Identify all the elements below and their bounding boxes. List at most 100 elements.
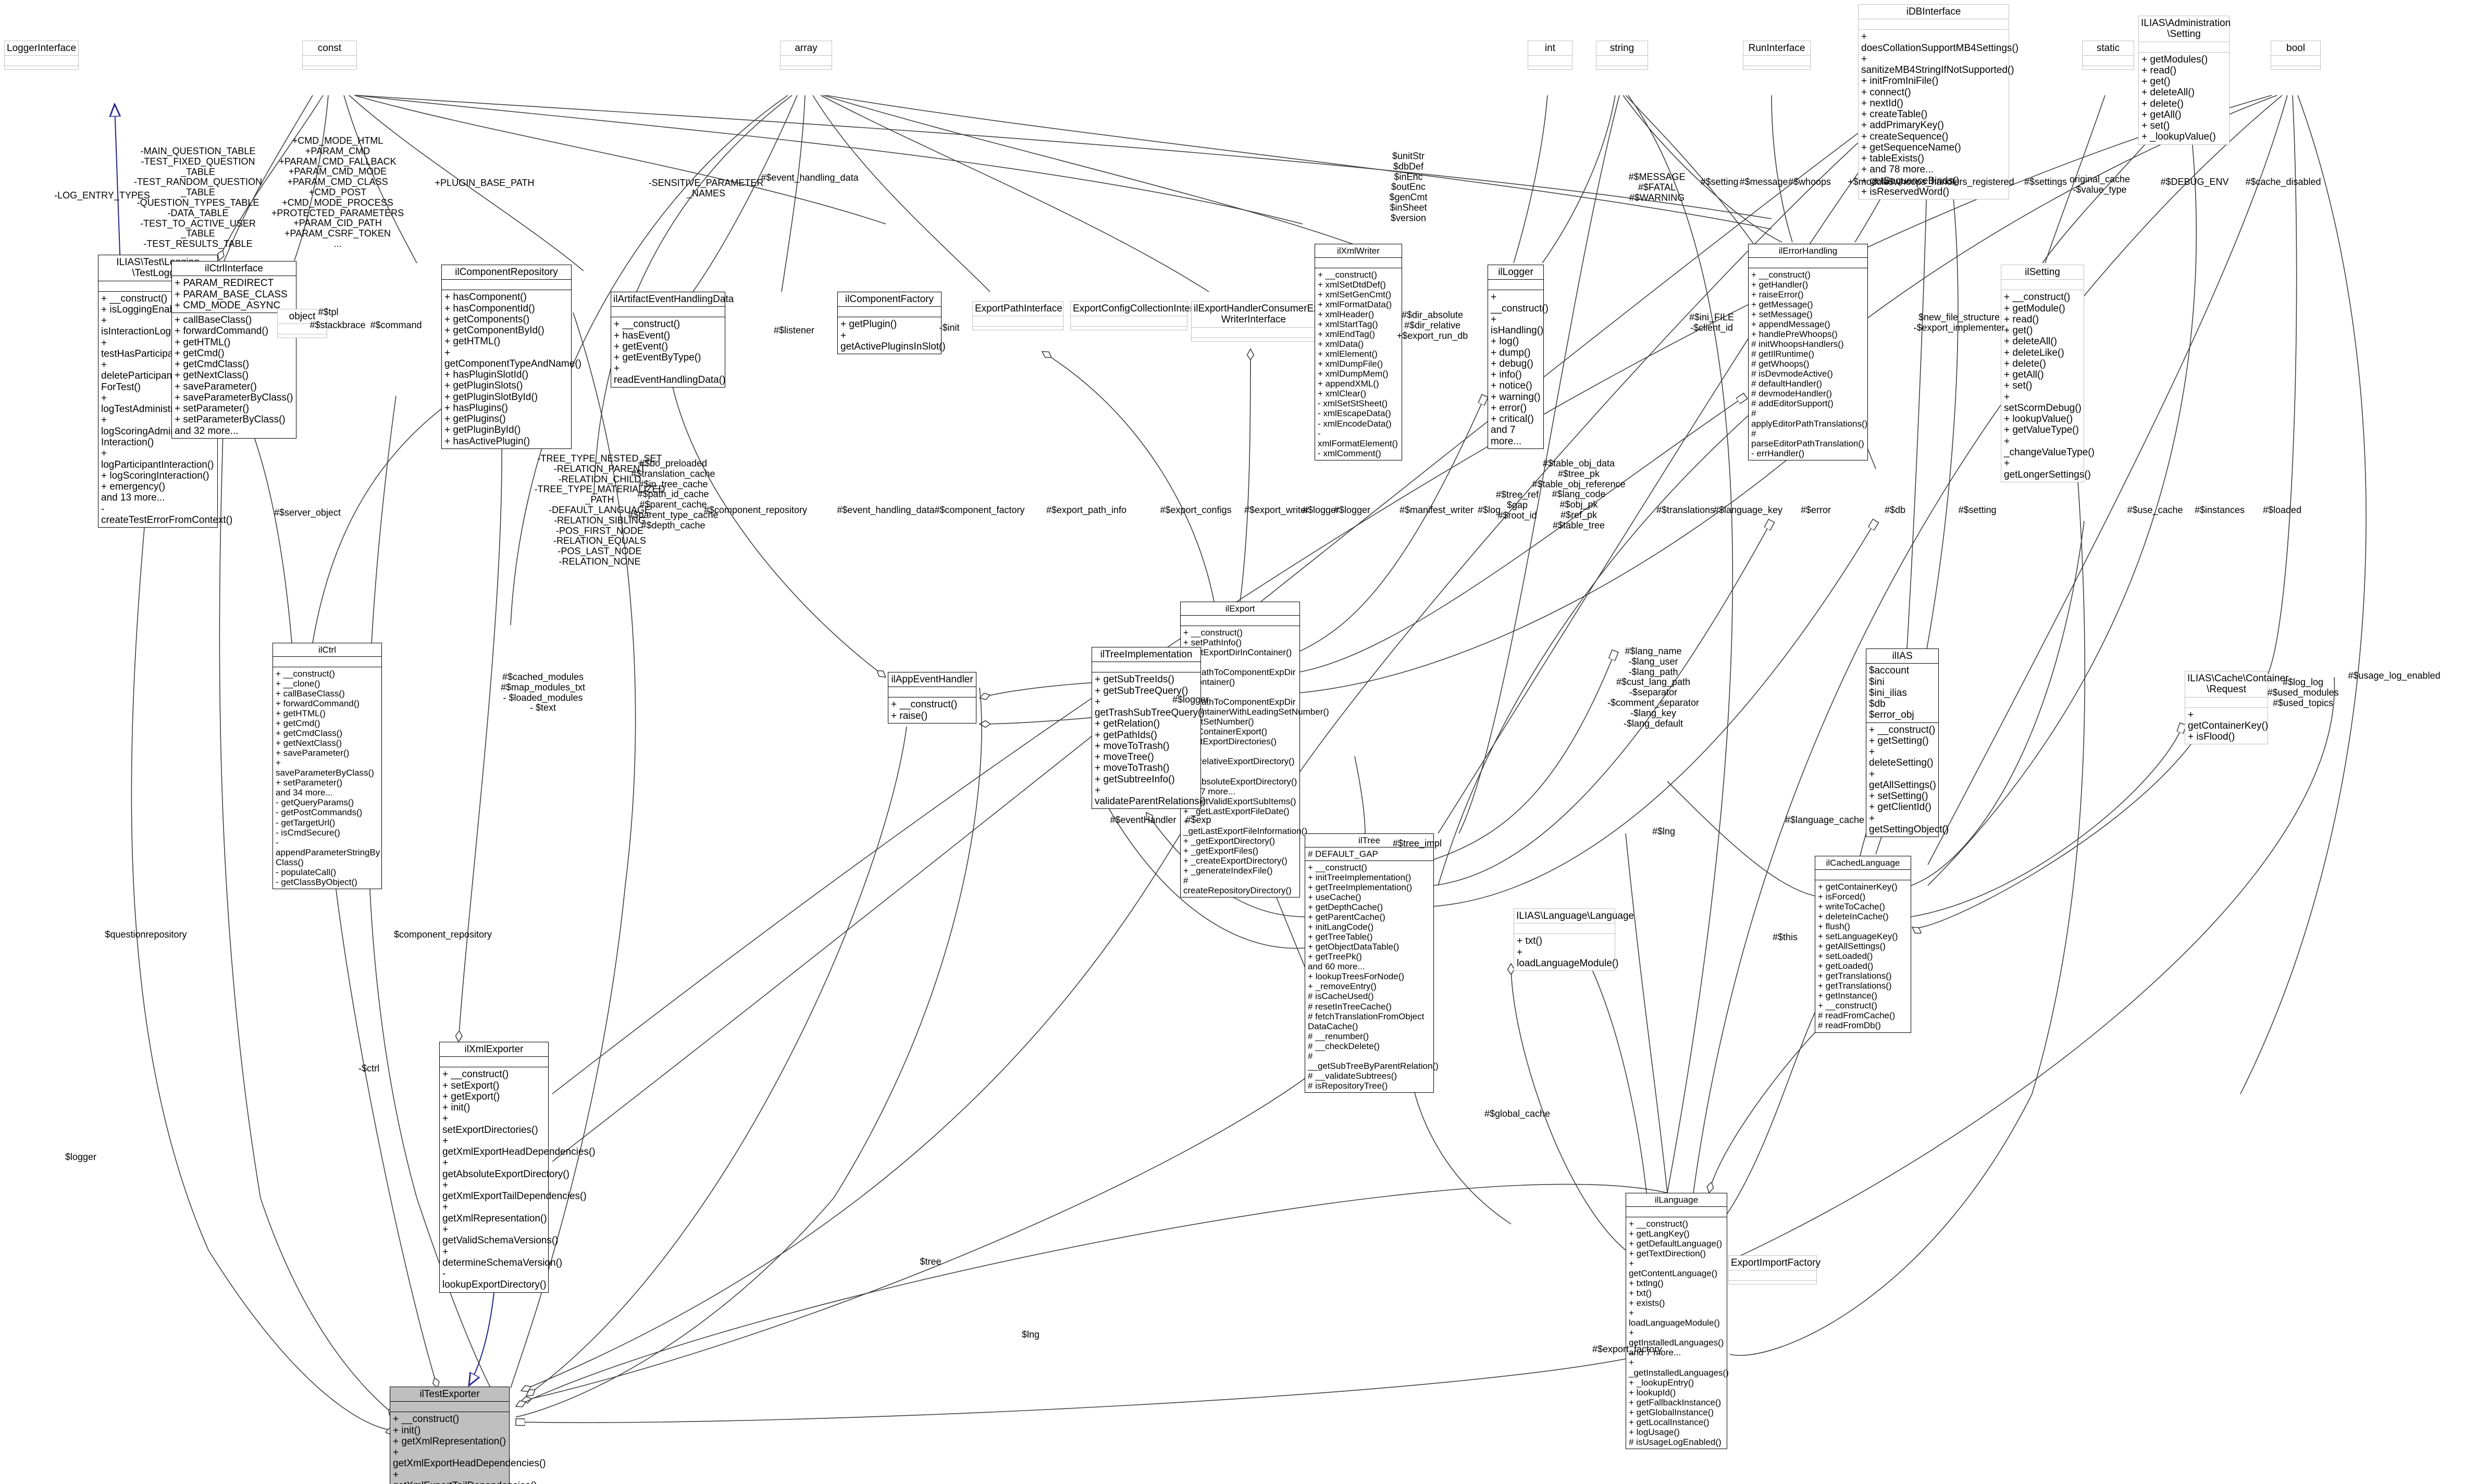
class-node-ilcomponentfactory[interactable]: ilComponentFactory+ getPlugin() + getAct… bbox=[837, 292, 946, 355]
class-node-attributes bbox=[2185, 697, 2268, 708]
class-node-loggerinterface[interactable]: LoggerInterface bbox=[4, 41, 79, 70]
class-node-title: ExportPathInterface bbox=[973, 302, 1063, 317]
class-node-array_top[interactable]: array bbox=[780, 41, 832, 70]
class-node-illanguage[interactable]: ilLanguage+ __construct() + getLangKey()… bbox=[1626, 1193, 1729, 1449]
edge-label: $tree bbox=[920, 1256, 942, 1267]
edge-label: #$whoops bbox=[1788, 177, 1831, 188]
class-node-const_top[interactable]: const bbox=[302, 41, 357, 70]
class-node-ilias_admin_setting[interactable]: ILIAS\Administration \Setting+ getModule… bbox=[2138, 16, 2231, 145]
edge-label: +$module bbox=[1848, 177, 1889, 188]
class-node-title: ILIAS\Administration \Setting bbox=[2139, 16, 2231, 42]
class-node-operations bbox=[278, 334, 327, 338]
class-node-operations bbox=[1743, 66, 1810, 69]
class-node-title: ExportConfigCollectionInterface bbox=[1071, 302, 1212, 317]
edge-label: -LOG_ENTRY_TYPES bbox=[54, 190, 150, 201]
edge-label: #$DEBUG_ENV bbox=[2160, 177, 2229, 188]
class-node-exportimportfactory[interactable]: ExportImportFactory bbox=[1728, 1255, 1821, 1285]
class-node-ilctrl_ich[interactable]: ilCtrl + __construct() + __clone() + call… bbox=[273, 643, 382, 889]
edge-label: #$log_log #$used_modules #$used_topics bbox=[2267, 677, 2339, 708]
class-node-title: ilCtrl bbox=[273, 643, 381, 657]
class-node-static_top[interactable]: static bbox=[2082, 41, 2134, 70]
class-node-operations: + __construct() + getSetting() + deleteS… bbox=[1869, 724, 1949, 835]
class-node-ilias_cache_container[interactable]: ILIAS\Cache\Container \Request+ getConta… bbox=[2185, 671, 2288, 745]
class-node-operations bbox=[1729, 1281, 1816, 1284]
class-node-operations bbox=[2271, 66, 2320, 69]
class-node-string_top[interactable]: string bbox=[1596, 41, 1648, 70]
class-node-title: bool bbox=[2271, 41, 2320, 56]
edge-label: $questionrepository bbox=[105, 929, 187, 940]
class-node-int_top[interactable]: int bbox=[1528, 41, 1572, 70]
class-node-attributes bbox=[1192, 328, 1316, 338]
class-node-exportconfigcollection[interactable]: ExportConfigCollectionInterface bbox=[1070, 301, 1212, 331]
class-node-title: RunInterface bbox=[1743, 41, 1810, 56]
class-node-operations: + __construct() + hasEvent() + getEvent(… bbox=[614, 319, 726, 385]
class-node-idbinterface[interactable]: iDBInterface+ doesCollationSupportMB4Set… bbox=[1858, 4, 2019, 200]
class-node-ilias_language_language[interactable]: ILIAS\Language\Language+ txt() + loadLan… bbox=[1514, 908, 1634, 971]
class-node-ilcomponentrepository[interactable]: ilComponentRepository+ hasComponent() + … bbox=[441, 265, 581, 449]
edge-label: original_cache -$value_type bbox=[2069, 174, 2131, 195]
class-node-iltreeimplementation[interactable]: ilTreeImplementation+ getSubTreeIds() + … bbox=[1092, 647, 1206, 809]
edge-label: $lng bbox=[1021, 1329, 1040, 1340]
class-node-operations: + __construct() + getHandler() + raiseEr… bbox=[1751, 270, 1868, 458]
class-node-attributes: # DEFAULT_GAP bbox=[1305, 847, 1433, 862]
class-node-bool_top[interactable]: bool bbox=[2271, 41, 2321, 70]
edge-label: #$stackbrace bbox=[309, 320, 366, 331]
edge-label: #$component_factory bbox=[934, 505, 1025, 516]
class-node-attributes bbox=[1749, 258, 1867, 269]
class-node-attributes bbox=[390, 1402, 509, 1413]
class-node-title: object bbox=[278, 309, 327, 325]
class-node-ilias_cl[interactable]: ilIAS$account $ini $ini_ilias $db $error… bbox=[1866, 649, 1949, 838]
class-node-operations: + __construct() + __clone() + callBaseCl… bbox=[276, 669, 380, 887]
class-node-attributes bbox=[303, 56, 356, 67]
edge-label: #$db bbox=[1884, 505, 1906, 516]
class-node-runinterface[interactable]: RunInterface bbox=[1743, 41, 1811, 70]
class-node-attributes bbox=[1181, 616, 1299, 627]
class-node-title: ILIAS\Cache\Container \Request bbox=[2185, 671, 2288, 697]
class-node-operations bbox=[781, 66, 832, 69]
class-node-attributes bbox=[1859, 19, 2009, 30]
class-node-title: ilSetting bbox=[2001, 265, 2084, 280]
class-node-ilappeventhandler[interactable]: ilAppEventHandler+ __construct() + raise… bbox=[888, 672, 976, 724]
edge-label: #$event_handling_data bbox=[837, 505, 935, 516]
class-node-ilcachedlanguage[interactable]: ilCachedLanguage+ getContainerKey() + is… bbox=[1815, 856, 1911, 1033]
edge-label: #$logger bbox=[1333, 505, 1371, 516]
class-node-iltree[interactable]: ilTree# DEFAULT_GAP+ __construct() + ini… bbox=[1305, 833, 1439, 1093]
class-node-title: ilLogger bbox=[1488, 265, 1543, 280]
class-node-attributes bbox=[781, 56, 832, 67]
class-node-title: static bbox=[2083, 41, 2134, 56]
class-node-ilias_test_logging_testlogger[interactable]: ILIAS\Test\Logging \TestLogger+ __constr… bbox=[98, 255, 248, 528]
class-node-attributes bbox=[973, 316, 1063, 327]
class-node-operations: + hasComponent() + hasComponentId() + ge… bbox=[444, 292, 581, 447]
edge-label: #$settings bbox=[2024, 177, 2067, 188]
edge-label: #$error bbox=[1800, 505, 1831, 516]
edge-label: #$eventHandler bbox=[1110, 815, 1177, 826]
class-node-title: ilCtrlInterface bbox=[172, 261, 296, 277]
class-node-attributes bbox=[2139, 42, 2229, 53]
class-node-ilerrorhandling[interactable]: ilErrorHandling+ __construct() + getHand… bbox=[1748, 244, 1868, 460]
class-node-attributes: + PARAM_REDIRECT + PARAM_BASE_CLASS + CM… bbox=[172, 276, 296, 314]
class-node-ilxmlexporter[interactable]: ilXmlExporter+ __construct() + setExport… bbox=[439, 1042, 596, 1293]
class-node-object_mid[interactable]: object bbox=[277, 309, 327, 339]
edge-label: #$exp bbox=[1185, 815, 1211, 826]
class-node-title: LoggerInterface bbox=[5, 41, 78, 56]
class-node-exportpathinterface[interactable]: ExportPathInterface bbox=[972, 301, 1063, 331]
class-node-attributes bbox=[1743, 56, 1810, 67]
class-node-ilartifacteventhandlingdata[interactable]: ilArtifactEventHandlingData + __construct… bbox=[611, 292, 734, 388]
edge-label: #$instances bbox=[2194, 505, 2245, 516]
class-node-exporthandlerconsumer[interactable]: ilExportHandlerConsumerExport WriterInte… bbox=[1191, 301, 1335, 342]
class-node-title: array bbox=[781, 41, 832, 56]
class-node-operations: + callBaseClass() + forwardCommand() + g… bbox=[175, 315, 293, 437]
edge-label: #$whoops_handlers_registered bbox=[1883, 177, 2014, 188]
class-node-illogger[interactable]: ilLogger+ __construct() + isHandling() +… bbox=[1488, 265, 1549, 449]
class-node-ilctrlinterface[interactable]: ilCtrlInterface+ PARAM_REDIRECT + PARAM_… bbox=[171, 261, 296, 439]
class-node-iltestexporter[interactable]: ilTestExporter+ __construct() + init() +… bbox=[390, 1387, 546, 1484]
class-node-title: ilArtifactEventHandlingData bbox=[611, 292, 734, 307]
edge-label: #$table_obj_data #$tree_pk #$table_obj_r… bbox=[1532, 458, 1626, 531]
class-node-title: ilExport bbox=[1181, 602, 1299, 616]
edge-label: #$tpl bbox=[318, 307, 339, 318]
class-node-title: ilLanguage bbox=[1626, 1193, 1727, 1207]
edge-label: $new_file_structure -$export_implementer bbox=[1913, 312, 2005, 333]
class-node-ilxmlwriter[interactable]: ilXmlWriter+ __construct() + xmlSetDtdDe… bbox=[1315, 244, 1402, 460]
class-node-ilsetting[interactable]: ilSetting+ __construct() + getModule() +… bbox=[2001, 265, 2095, 482]
edge-label: #$cache_disabled bbox=[2245, 177, 2321, 188]
